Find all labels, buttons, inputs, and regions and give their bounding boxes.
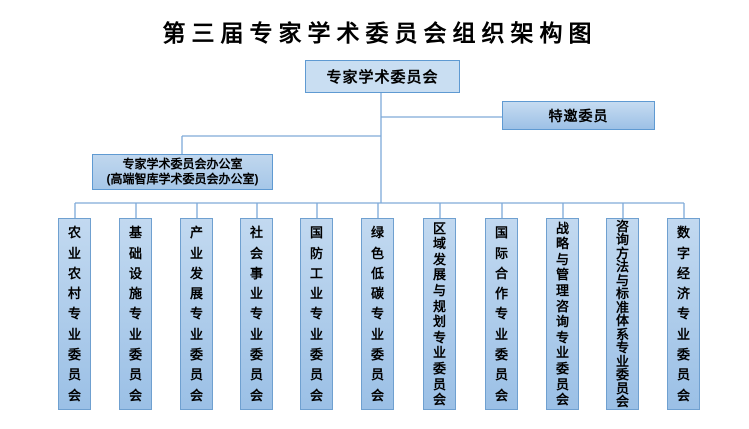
- committee-label: 农业农村专业委员会: [67, 225, 81, 403]
- committee-box: 基础设施专业委员会: [119, 218, 152, 410]
- committee-label: 社会事业专业委员会: [249, 225, 263, 403]
- committee-label: 国防工业专业委员会: [309, 225, 323, 403]
- committee-label: 咨询方法与标准体系专业委员会: [615, 218, 629, 410]
- committee-box: 战略与管理咨询专业委员会: [546, 218, 579, 410]
- committee-label: 战略与管理咨询专业委员会: [555, 220, 569, 408]
- invited-members-label: 特邀委员: [548, 107, 609, 124]
- root-committee-label: 专家学术委员会: [326, 69, 439, 86]
- committee-label: 区域发展与规划专业委员会: [432, 220, 446, 408]
- committee-box: 区域发展与规划专业委员会: [423, 218, 456, 410]
- committee-box: 咨询方法与标准体系专业委员会: [606, 218, 639, 410]
- page-title: 第三届专家学术委员会组织架构图: [162, 20, 598, 46]
- committee-label: 产业发展专业委员会: [189, 225, 203, 403]
- committee-box: 社会事业专业委员会: [240, 218, 273, 410]
- committee-box: 产业发展专业委员会: [180, 218, 213, 410]
- office-box: 专家学术委员会办公室 (高端智库学术委员会办公室): [92, 154, 273, 190]
- office-label-line2: (高端智库学术委员会办公室): [106, 172, 259, 186]
- invited-members-box: 特邀委员: [502, 101, 655, 130]
- committee-box: 绿色低碳专业委员会: [361, 218, 394, 410]
- office-label-line1: 专家学术委员会办公室: [122, 157, 243, 171]
- root-committee-box: 专家学术委员会: [305, 60, 460, 93]
- committee-box: 国防工业专业委员会: [300, 218, 333, 410]
- committee-label: 数字经济专业委员会: [676, 225, 690, 403]
- committee-label: 国际合作专业委员会: [494, 225, 508, 403]
- committee-box: 国际合作专业委员会: [485, 218, 518, 410]
- committee-label: 基础设施专业委员会: [128, 225, 142, 403]
- committee-box: 数字经济专业委员会: [667, 218, 700, 410]
- committee-label: 绿色低碳专业委员会: [370, 225, 384, 403]
- committee-box: 农业农村专业委员会: [58, 218, 91, 410]
